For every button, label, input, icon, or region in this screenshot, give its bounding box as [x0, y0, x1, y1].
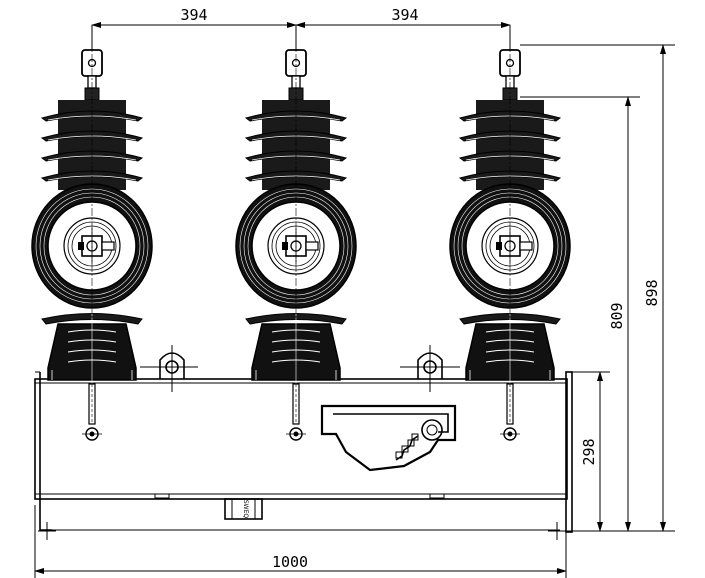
- pole-phase-c: [449, 40, 571, 441]
- pitch-dim-left-label: 394: [180, 6, 207, 24]
- lower-insulator: [245, 308, 347, 384]
- pole-phase-b: [235, 40, 357, 441]
- lifting-lug-right: [400, 345, 460, 392]
- operating-mechanism: [320, 404, 457, 472]
- tank-body: SWEQ: [34, 371, 573, 540]
- lower-insulator: [41, 308, 143, 384]
- lifting-lug-left: [140, 345, 198, 392]
- dimension-lines: [34, 22, 675, 578]
- nameplate: SWEQ: [224, 498, 263, 520]
- total-height-dim-label: 898: [643, 279, 661, 306]
- drive-rod: [500, 383, 520, 441]
- drive-rod: [286, 383, 306, 441]
- lower-insulator: [459, 308, 561, 384]
- tank-height-dim-label: 298: [580, 438, 598, 465]
- pitch-dim-right-label: 394: [391, 6, 418, 24]
- width-dim-label: 1000: [272, 553, 308, 571]
- anchor-hole-left: [38, 522, 56, 540]
- pole-phase-a: [31, 40, 153, 441]
- nameplate-text: SWEQ: [242, 500, 249, 519]
- anchor-hole-right: [548, 522, 566, 540]
- mid-height-dim-label: 809: [608, 302, 626, 329]
- drive-rod: [82, 383, 102, 441]
